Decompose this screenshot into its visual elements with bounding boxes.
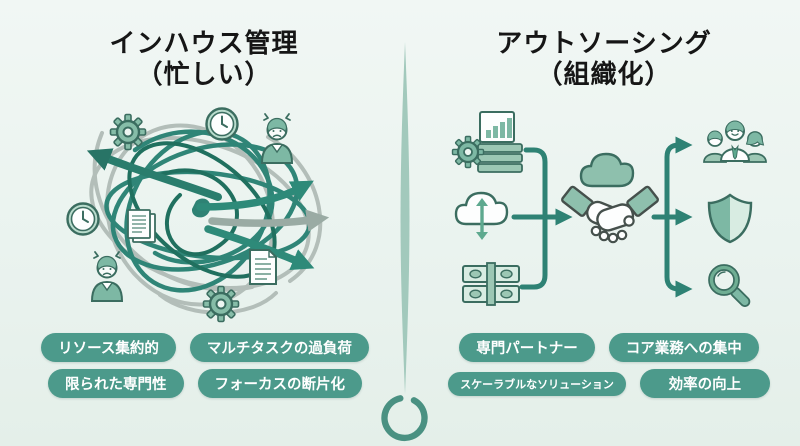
left-title-line1: インハウス管理 [109, 28, 299, 58]
tag-pill: コア業務への集中 [608, 333, 759, 362]
gear-icon [202, 285, 240, 323]
stressed-person-icon [261, 113, 293, 164]
right-tags: 専門パートナー コア業務への集中 スケーラブルなソリューション 効率の向上 [434, 333, 784, 398]
vertical-divider [400, 42, 410, 394]
tag-pill: 効率の向上 [639, 369, 770, 398]
handshake-cloud-icon [561, 152, 659, 244]
tag-pill: リソース集約的 [41, 333, 176, 362]
tag-pill: マルチタスクの過負荷 [189, 333, 369, 362]
clock-icon [66, 202, 100, 236]
team-icon [703, 120, 767, 163]
tag-pill: 限られた専門性 [48, 369, 184, 398]
right-title-line1: アウトソーシング [496, 28, 712, 58]
money-icon [462, 262, 520, 306]
left-title-line2: （忙しい） [136, 59, 272, 90]
inhouse-chaos-illustration [66, 107, 330, 323]
gear-icon [109, 113, 147, 151]
tag-pill: スケーラブルなソリューション [448, 371, 626, 396]
shield-icon [707, 193, 753, 244]
magnifier-icon [708, 264, 751, 308]
outsourcing-flow-illustration [451, 111, 767, 308]
outward-arrows [86, 148, 330, 270]
cloud-sync-icon [454, 191, 509, 240]
enso-circle-logo [381, 395, 428, 442]
right-panel-title: アウトソーシング （組織化） [408, 28, 800, 90]
flow-connectors-left [511, 147, 573, 290]
stressed-person-icon [91, 251, 123, 302]
left-panel-title: インハウス管理 （忙しい） [0, 28, 408, 90]
analytics-server-gear-icon [451, 111, 523, 173]
tag-pill: 専門パートナー [459, 333, 595, 362]
right-title-line2: （組織化） [536, 59, 672, 90]
document-icon [249, 249, 277, 285]
left-tags: リソース集約的 マルチタスクの過負荷 限られた専門性 フォーカスの断片化 [36, 333, 374, 398]
clock-icon [205, 107, 239, 141]
documents-icon [127, 209, 156, 243]
tag-pill: フォーカスの断片化 [197, 369, 362, 398]
flow-connectors-right [651, 136, 693, 298]
